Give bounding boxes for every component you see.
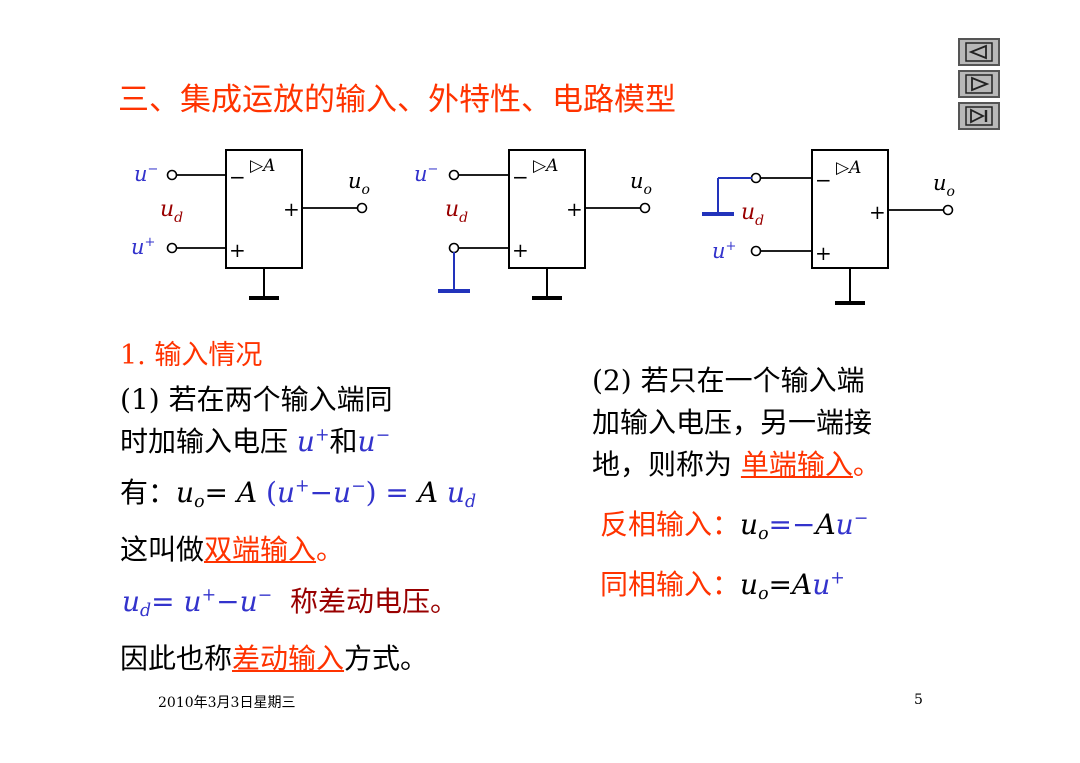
last-slide-button[interactable] bbox=[958, 102, 1000, 130]
ud-label: ud bbox=[160, 197, 183, 226]
section-heading: 1. 输入情况 bbox=[120, 340, 263, 371]
skip-end-icon bbox=[965, 106, 993, 126]
uo-label: uo bbox=[348, 169, 370, 198]
svg-text:+: + bbox=[512, 238, 529, 262]
svg-text:−: − bbox=[815, 168, 832, 192]
differential-input-term: 差动输入 bbox=[232, 642, 345, 675]
single-ended-input-term: 单端输入 bbox=[740, 448, 853, 481]
ud-label: ud bbox=[445, 197, 468, 226]
circuit-inverting: − ▷A + + u− ud uo bbox=[414, 149, 652, 300]
u-minus-label: u− bbox=[414, 162, 438, 186]
footer-date: 2010年3月3日星期三 bbox=[158, 695, 296, 711]
right-line-3: 地，则称为 单端输入。 bbox=[592, 448, 881, 481]
u-plus-label: u+ bbox=[131, 235, 155, 259]
left-line-6: 因此也称差动输入方式。 bbox=[120, 642, 429, 675]
page-number: 5 bbox=[914, 692, 923, 708]
amp-gain-label: ▷A bbox=[250, 156, 275, 176]
circuit-noninverting: − ▷A + + ud u+ uo bbox=[702, 149, 955, 305]
svg-text:−: − bbox=[512, 165, 529, 189]
output-sign: + bbox=[283, 197, 300, 221]
noninverting-input-formula: 同相输入：uo=Au+ bbox=[600, 568, 845, 605]
double-ended-input-term: 双端输入 bbox=[204, 533, 317, 566]
svg-text:+: + bbox=[566, 197, 583, 221]
svg-text:+: + bbox=[869, 200, 886, 224]
op-amp-circuit-diagrams: − ▷A + + u− ud u+ uo − ▷A + + u− ud uo bbox=[131, 149, 955, 305]
slide-title: 三、集成运放的输入、外特性、电路模型 bbox=[118, 82, 676, 118]
left-line-1: (1) 若在两个输入端同 bbox=[120, 383, 393, 416]
circuit-differential: − ▷A + + u− ud u+ uo bbox=[131, 149, 370, 300]
inverting-input-formula: 反相输入：uo=−Au− bbox=[600, 508, 869, 545]
noninverting-sign: + bbox=[229, 238, 246, 262]
right-line-2: 加输入电压，另一端接 bbox=[592, 406, 873, 439]
triangle-right-icon bbox=[965, 74, 993, 94]
right-line-1: (2) 若只在一个输入端 bbox=[592, 364, 865, 397]
triangle-left-icon bbox=[965, 42, 993, 62]
left-line-3-formula: 有：uo= A (u+−u−) = A ud bbox=[120, 476, 477, 513]
left-line-4: 这叫做双端输入。 bbox=[120, 533, 345, 566]
left-line-5: ud= u+−u− 称差动电压。 bbox=[122, 585, 459, 622]
inverting-sign: − bbox=[229, 165, 246, 189]
prev-slide-button[interactable] bbox=[958, 38, 1000, 66]
u-plus-label: u+ bbox=[712, 239, 736, 263]
u-minus-label: u− bbox=[134, 162, 158, 186]
svg-text:+: + bbox=[815, 241, 832, 265]
ud-label: ud bbox=[741, 200, 764, 229]
svg-text:▷A: ▷A bbox=[533, 156, 558, 176]
left-line-2: 时加输入电压 u+和u− bbox=[120, 425, 391, 458]
uo-label: uo bbox=[933, 171, 955, 200]
uo-label: uo bbox=[630, 169, 652, 198]
next-slide-button[interactable] bbox=[958, 70, 1000, 98]
svg-text:▷A: ▷A bbox=[836, 158, 861, 178]
